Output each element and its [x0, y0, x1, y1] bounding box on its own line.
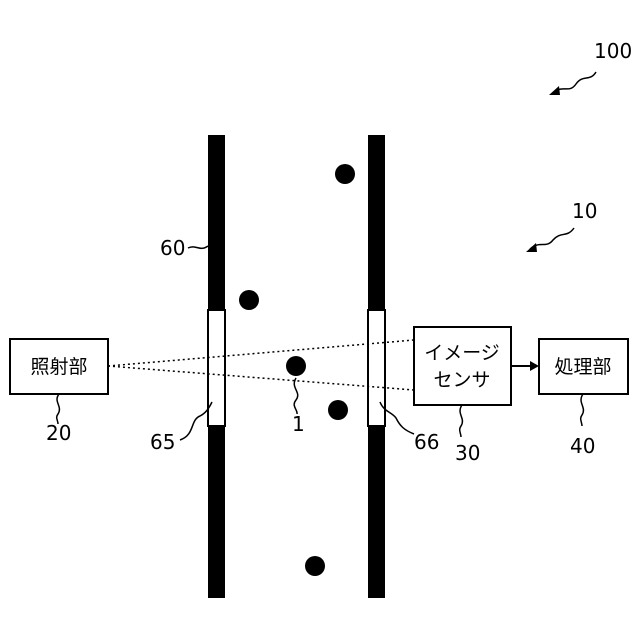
right-wall-upper — [368, 135, 385, 310]
leader-30 — [460, 405, 463, 437]
leader-10-arrowhead — [526, 243, 537, 252]
ref-65: 65 — [150, 430, 175, 454]
particle — [335, 164, 355, 184]
ref-20: 20 — [46, 421, 71, 445]
ref-66: 66 — [414, 430, 439, 454]
particle — [239, 290, 259, 310]
ref-100: 100 — [594, 39, 632, 63]
particle — [286, 356, 306, 376]
ref-10: 10 — [572, 199, 597, 223]
particle — [328, 400, 348, 420]
ref-1: 1 — [292, 412, 305, 436]
right-wall-lower — [368, 426, 385, 598]
illumination-label: 照射部 — [30, 356, 87, 378]
leader-1 — [294, 378, 298, 414]
processor-label: 処理部 — [554, 356, 611, 378]
leader-40 — [581, 394, 584, 426]
leader-100 — [553, 72, 596, 93]
left-window-65 — [208, 310, 225, 426]
left-wall-lower — [208, 426, 225, 598]
arrow-head — [530, 361, 539, 371]
leader-10 — [530, 228, 574, 249]
leader-20 — [57, 394, 60, 424]
image-sensor-label-line1: イメージ — [424, 342, 500, 364]
leader-60 — [188, 246, 208, 248]
ref-60: 60 — [160, 236, 185, 260]
ref-40: 40 — [570, 434, 595, 458]
particle — [305, 556, 325, 576]
left-wall-upper — [208, 135, 225, 310]
right-window-66 — [368, 310, 385, 426]
image-sensor-label-line2: センサ — [433, 369, 490, 391]
ref-30: 30 — [455, 441, 480, 465]
leader-100-arrowhead — [549, 86, 560, 95]
image-sensor-box — [414, 327, 511, 405]
